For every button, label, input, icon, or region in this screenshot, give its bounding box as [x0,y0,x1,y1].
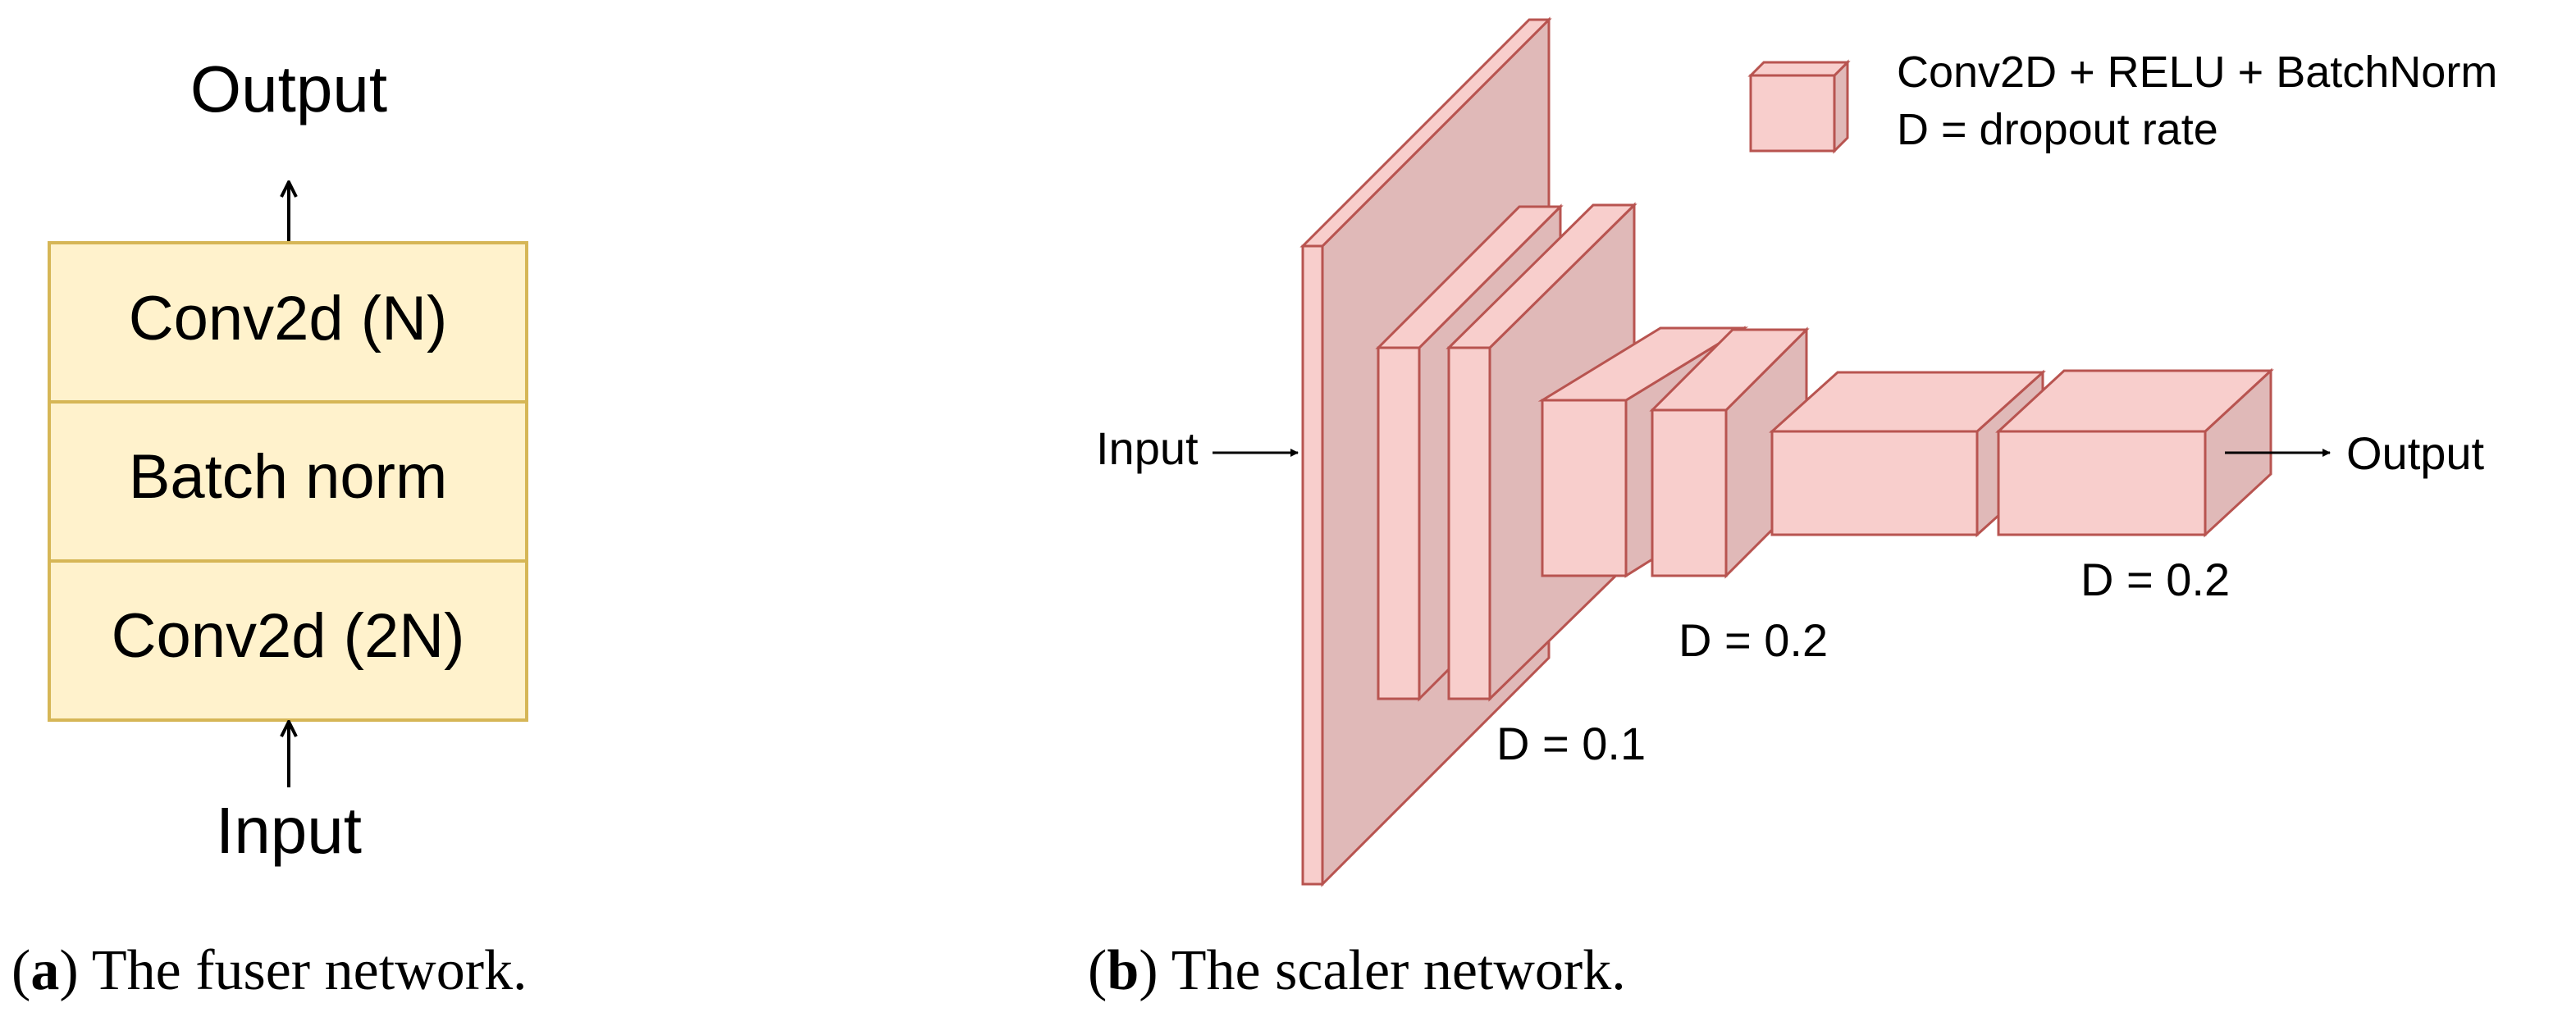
scaler-network: Input [1088,16,2497,1002]
dropout-label-1: D = 0.1 [1496,718,1646,769]
block-front-face [1997,430,2207,536]
scaler-legend: Conv2D + RELU + BatchNorm D = dropout ra… [1747,48,2497,154]
fuser-layer-batch-norm: Batch norm [129,442,448,512]
fuser-layer-box-2 [48,400,528,563]
block-front-face [1447,346,1491,700]
fuser-layer-conv-n: Conv2d (N) [129,284,448,353]
legend-block-side-face [1833,59,1849,154]
fuser-layer-stack: Conv2d (N) Batch norm Conv2d (2N) [48,241,528,722]
block-front-face [1651,408,1728,577]
fuser-network: Output Conv2d (N) Batch norm Conv2d (2N)… [11,52,528,1002]
scaler-caption-text: The scaler network. [1158,939,1626,1002]
scaler-output-label: Output [2346,427,2485,479]
scaler-caption: (b) The scaler network. [1088,939,1626,1002]
legend-block-front-face [1749,74,1836,153]
block-front-face [1301,244,1324,886]
fuser-caption: (a) The fuser network. [11,939,528,1002]
fuser-layer-conv-2n: Conv2d (2N) [112,601,465,671]
dropout-label-3: D = 0.2 [2080,554,2230,605]
fuser-caption-letter: a [30,939,59,1002]
scaler-input-label: Input [1096,422,1199,474]
scaler-caption-letter: b [1107,939,1139,1002]
block-front-face [1541,399,1628,577]
block-front-face [1770,430,1979,536]
fuser-input-label: Input [216,794,362,867]
fuser-caption-text: The fuser network. [79,939,528,1002]
dropout-label-2: D = 0.2 [1679,614,1828,666]
block-front-face [1377,346,1421,700]
legend-line-2: D = dropout rate [1897,105,2218,154]
legend-block-top-face [1747,61,1851,77]
fuser-output-label: Output [190,52,387,125]
legend-line-1: Conv2D + RELU + BatchNorm [1897,48,2497,97]
